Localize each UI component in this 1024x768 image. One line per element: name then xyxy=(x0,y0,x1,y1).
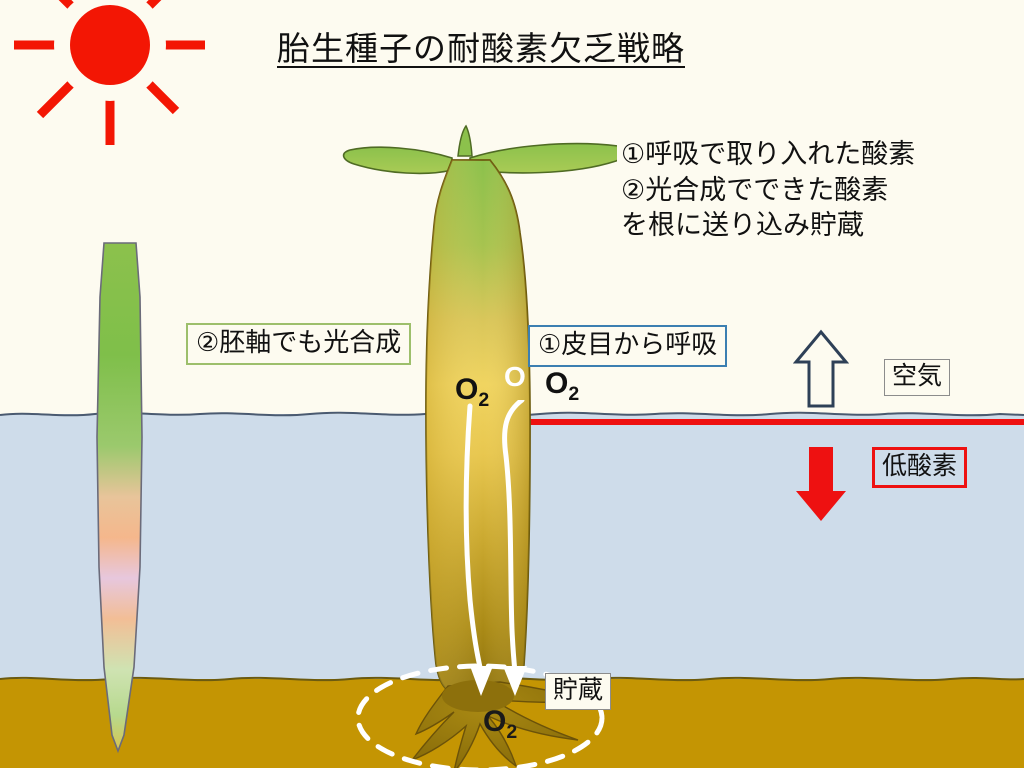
o2-label-root: O2 xyxy=(483,705,518,743)
mangrove-seedling-icon xyxy=(342,124,628,768)
callout-lenticel: ①皮目から呼吸 xyxy=(528,325,728,367)
page-title: 胎生種子の耐酸素欠乏戦略 xyxy=(277,30,685,67)
label-storage: 貯蔵 xyxy=(545,673,612,710)
note-line-1: ①呼吸で取り入れた酸素 xyxy=(621,139,916,169)
up-arrow-icon xyxy=(793,329,849,408)
dashed-ellipse-icon xyxy=(355,663,605,768)
downward-flow-arrow-icon xyxy=(463,400,527,696)
o2-label-air: O2 xyxy=(545,367,580,405)
label-air: 空気 xyxy=(884,359,951,396)
note-line-3: を根に送り込み貯蔵 xyxy=(621,210,864,241)
oxygen-note-box: ①呼吸で取り入れた酸素 ②光合成でできた酸素 を根に送り込み貯蔵 xyxy=(617,135,920,246)
o2-label-hypocotyl: O2 xyxy=(455,373,490,411)
note-line-2: ②光合成でできた酸素 xyxy=(621,174,889,205)
down-arrow-icon xyxy=(796,447,846,521)
label-hypoxia: 低酸素 xyxy=(872,447,968,488)
o2-label-white-overlay: O xyxy=(504,361,526,392)
callout-photosynthesis: ②胚軸でも光合成 xyxy=(186,323,412,365)
sun-icon xyxy=(14,0,205,145)
propagule-icon xyxy=(96,242,143,754)
water-level-red-line xyxy=(515,419,1024,425)
